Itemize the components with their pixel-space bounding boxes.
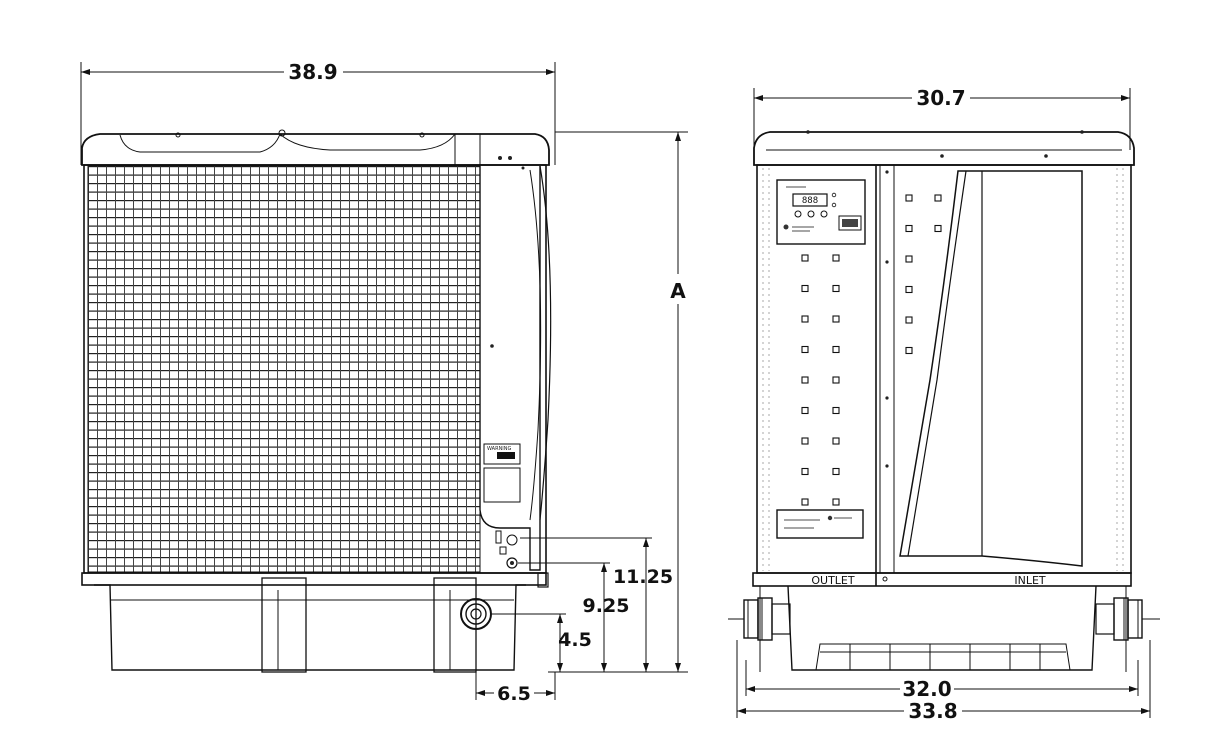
side-dimensions: 38.9 A 11.25 9.25 4.5 6. (80, 60, 688, 705)
louver-slot (801, 437, 809, 445)
louver-slot (905, 194, 913, 202)
dim-overall-width: 33.8 (908, 699, 957, 723)
dim-height-4-5: 4.5 (558, 629, 592, 651)
front-view: 888 OUTLET (728, 130, 1160, 672)
dim-front-width: 30.7 (916, 86, 965, 110)
louver-slot (801, 345, 809, 354)
dim-height-a: A (670, 279, 686, 303)
side-top-lid (81, 133, 550, 166)
front-brand-plate (776, 509, 864, 539)
louver-slot (832, 437, 840, 445)
dim-height-9-25: 9.25 (583, 595, 630, 617)
front-base-tray (787, 585, 1097, 671)
dim-offset-6-5: 6.5 (497, 683, 531, 705)
side-service-panel (479, 166, 541, 571)
side-label-plate (483, 443, 521, 465)
louver-slot (801, 498, 809, 506)
louver-slot (934, 194, 942, 202)
louver-slot (832, 315, 840, 323)
louver-slot (801, 254, 809, 262)
louver-slot (832, 345, 840, 354)
right-panel-louvers (905, 194, 942, 355)
side-water-connection (460, 598, 492, 630)
front-control-panel (776, 179, 866, 245)
mode-button (794, 210, 802, 218)
outlet-label: OUTLET (811, 574, 855, 587)
side-base-tray (94, 584, 526, 671)
louver-slot (801, 284, 809, 293)
louver-slot (832, 406, 840, 415)
louver-slot (832, 254, 840, 262)
louver-slot (934, 224, 942, 233)
side-data-plate (483, 467, 521, 503)
svg-text:WARNING: WARNING (487, 446, 512, 452)
louver-slot (905, 285, 913, 294)
left-panel-louvers (801, 254, 840, 506)
up-button (807, 210, 815, 218)
side-view: WARNING (81, 129, 552, 673)
front-top-lid (753, 131, 1135, 166)
display-window (792, 193, 828, 207)
louver-slot (832, 284, 840, 293)
display-readout: 888 (802, 196, 818, 206)
dim-base-width: 32.0 (902, 677, 951, 701)
front-dimensions: 30.7 32.0 33.8 (736, 86, 1151, 723)
front-body (756, 164, 1132, 574)
front-access-door (899, 170, 1083, 567)
outlet-fitting (728, 597, 791, 641)
louver-slot (832, 467, 840, 476)
louver-slot (801, 406, 809, 415)
dim-side-width: 38.9 (288, 60, 337, 84)
front-base-rail (752, 572, 1132, 587)
louver-slot (832, 376, 840, 384)
down-button (820, 210, 828, 218)
louver-slot (801, 467, 809, 476)
louver-slot (801, 376, 809, 384)
louver-slot (905, 224, 913, 233)
inlet-fitting (1095, 597, 1160, 641)
inlet-label: INLET (1014, 574, 1046, 587)
coil-grille (87, 165, 481, 573)
brand-logo-icon (783, 224, 789, 230)
louver-slot (905, 255, 913, 263)
side-base-rail (81, 572, 547, 586)
electrical-knockout (506, 557, 518, 569)
louver-slot (801, 315, 809, 323)
louver-slot (832, 498, 840, 506)
louver-slot (905, 346, 913, 355)
dim-height-11-25: 11.25 (613, 566, 673, 588)
louver-slot (905, 316, 913, 324)
